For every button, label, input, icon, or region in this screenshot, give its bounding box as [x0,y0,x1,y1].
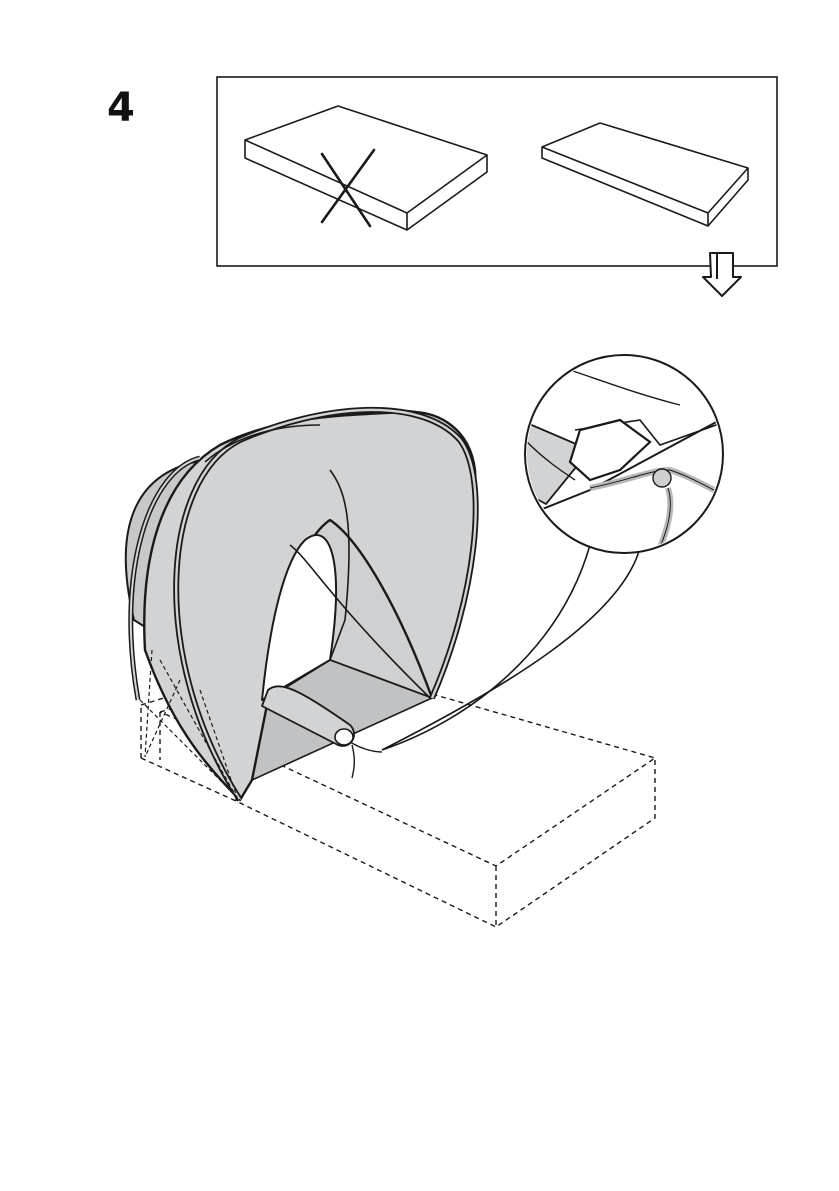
reference-box [217,77,777,266]
mattress-thin [542,123,748,226]
mattress-thick [245,106,487,230]
canopy [126,410,476,800]
arrow-down-icon [703,253,741,296]
